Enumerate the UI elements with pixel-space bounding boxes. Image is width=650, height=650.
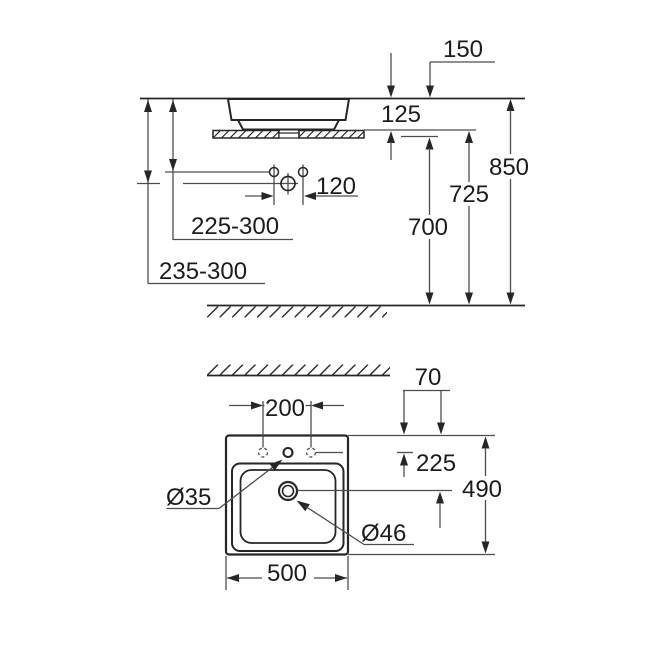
dim-490-label: 490 <box>462 476 502 503</box>
dim-850-label: 850 <box>489 154 529 181</box>
elevation-view: 120 150 125 850 <box>137 36 529 318</box>
drain-inner-circle <box>281 484 295 498</box>
dim-150-label: 150 <box>443 36 483 63</box>
dim-70: 70 <box>397 364 450 477</box>
wall-hatch <box>207 364 390 376</box>
plan-view: 200 Ø35 Ø46 <box>166 364 502 590</box>
dim-235-300-label: 235-300 <box>159 258 247 285</box>
dim-725: 725 <box>449 131 489 305</box>
dim-200-label: 200 <box>265 395 305 422</box>
dim-850: 850 <box>489 99 529 305</box>
dim-235-300: 235-300 <box>144 99 265 285</box>
supply-connection-left <box>268 166 280 178</box>
dim-200: 200 <box>229 395 344 448</box>
dim-120-label: 120 <box>316 173 356 200</box>
countertop-gap <box>278 132 300 139</box>
leader-drain-diameter: Ø46 <box>296 500 414 547</box>
dim-125-label: 125 <box>381 101 421 128</box>
dim-225-label: 225 <box>416 450 456 477</box>
supply-connection-right <box>297 166 309 178</box>
floor-hatch <box>207 306 387 318</box>
dim-725-label: 725 <box>449 181 489 208</box>
dim-225-300: 225-300 <box>169 99 293 241</box>
basin-outline <box>224 434 350 556</box>
basin-bowl <box>239 469 337 544</box>
drain-outer-circle <box>277 480 299 502</box>
dim-225: 225 <box>416 450 456 528</box>
dia-46-label: Ø46 <box>361 520 406 547</box>
leader-tap-diameter: Ø35 <box>166 459 283 511</box>
tap-hole-left <box>257 447 269 458</box>
basin-base-profile <box>236 119 341 131</box>
dim-70-label: 70 <box>415 364 442 391</box>
dim-125: 125 <box>381 53 421 160</box>
tap-hole-center <box>282 446 294 459</box>
basin-profile <box>226 98 351 121</box>
dia-35-label: Ø35 <box>166 484 211 511</box>
dim-700: 700 <box>408 137 448 305</box>
dim-700-label: 700 <box>408 214 448 241</box>
countertop-hatch-left <box>212 129 280 139</box>
dim-500: 500 <box>225 556 349 590</box>
dim-500-label: 500 <box>267 560 307 587</box>
dim-120: 120 <box>245 173 358 200</box>
countertop-hatch-right <box>298 129 365 139</box>
dim-490: 490 <box>462 436 502 554</box>
drain-connection <box>280 175 296 192</box>
dim-150: 150 <box>426 36 495 98</box>
basin-rim <box>231 462 345 552</box>
tap-hole-right <box>305 447 317 458</box>
dim-225-300-label: 225-300 <box>191 213 279 240</box>
